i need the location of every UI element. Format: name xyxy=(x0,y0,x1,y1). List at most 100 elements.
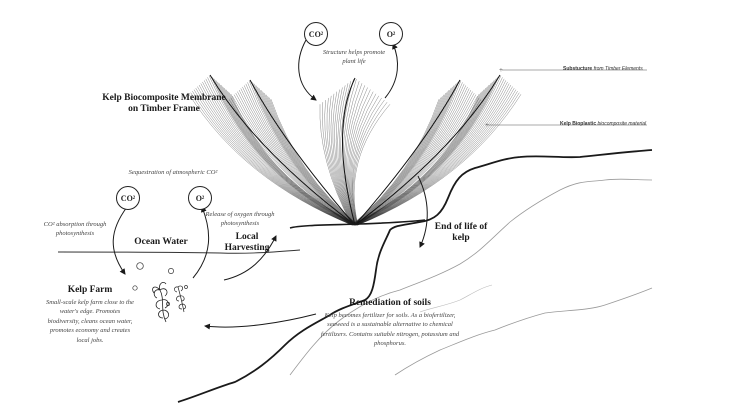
membrane-strand xyxy=(207,77,355,226)
membrane-strand xyxy=(350,95,379,226)
membrane-strand xyxy=(230,94,359,226)
membrane-strand xyxy=(235,93,353,226)
membrane-bold: Kelp Bioplastic xyxy=(560,121,597,127)
structure-caption: Structure helps promote plant life xyxy=(322,49,386,66)
ocean-o2-arrow xyxy=(192,206,210,279)
sequestration-caption: Sequestration of atmospheric CO² xyxy=(128,169,218,176)
membrane-strand xyxy=(351,94,480,226)
membrane-ridge xyxy=(354,74,501,226)
membrane-strand xyxy=(257,86,357,226)
membrane-strand xyxy=(252,82,356,226)
ocean-co2-arrow xyxy=(112,206,128,275)
membrane-strand xyxy=(200,83,354,226)
top-o2-arrow xyxy=(384,43,398,99)
ocean-o2-badge: O² xyxy=(188,186,212,210)
membrane-strand xyxy=(356,89,472,226)
kelp-farm-title: Kelp Farm xyxy=(67,285,113,295)
membrane-strand xyxy=(350,93,377,226)
top-o2-text: O² xyxy=(386,29,396,39)
top-o2-badge: O² xyxy=(379,22,403,46)
membrane-strand xyxy=(356,88,470,226)
membrane-strand xyxy=(324,100,353,226)
membrane-strand xyxy=(197,86,354,226)
membrane-strand xyxy=(334,89,354,226)
membrane-annotation: Kelp Bioplastic biocomposite material xyxy=(560,121,646,127)
membrane-strand xyxy=(322,102,353,226)
membrane-strand xyxy=(355,78,505,226)
membrane-strand xyxy=(355,77,503,226)
membrane-strand xyxy=(228,99,352,226)
kelp-plant-large xyxy=(152,282,169,323)
membrane-strand xyxy=(336,87,354,226)
svg-text:+: + xyxy=(485,121,489,129)
membrane-strand xyxy=(326,97,353,226)
membrane-strand xyxy=(353,81,493,226)
membrane-strand xyxy=(354,82,458,226)
membrane-strand xyxy=(248,80,355,226)
membrane-strand xyxy=(355,81,508,226)
membrane-rest: biocomposite material xyxy=(597,121,647,127)
membrane-strand xyxy=(219,83,357,226)
kelp-plant-small xyxy=(174,285,186,313)
end-of-life-label: End of life of kelp xyxy=(434,222,488,244)
harvesting-arrow xyxy=(223,235,277,281)
membrane-strand xyxy=(238,89,354,226)
membrane-strand xyxy=(353,104,391,226)
top-co2-badge: CO² xyxy=(304,22,328,46)
release-caption: Release of oxygen through photosynthesis xyxy=(205,211,275,228)
membrane-strand xyxy=(351,97,382,226)
membrane-strand xyxy=(354,77,498,226)
membrane-strand xyxy=(356,88,515,226)
membrane-strand xyxy=(352,93,446,226)
membrane-strand xyxy=(353,83,491,226)
membrane-strand xyxy=(354,75,502,226)
bubbles xyxy=(132,262,188,306)
water-line xyxy=(57,249,301,254)
membrane-strand xyxy=(205,78,355,226)
substructure-bold: Substucture xyxy=(563,66,593,72)
membrane-strand xyxy=(332,91,354,226)
top-co2-text: CO² xyxy=(308,29,324,39)
ocean-co2-text: CO² xyxy=(120,193,136,203)
substructure-rest: from Timber Elements xyxy=(593,66,643,72)
absorption-caption: CO² absorption through photosynthesis xyxy=(43,221,107,238)
svg-text:+: + xyxy=(499,66,503,74)
membrane-strand xyxy=(353,80,495,226)
membrane-strand xyxy=(337,85,355,226)
membrane-strand xyxy=(233,94,353,226)
local-harvesting-label: Local Harvesting xyxy=(224,232,270,254)
membrane-title: Kelp Biocomposite Membrane on Timber Fra… xyxy=(102,93,226,115)
membrane-strand xyxy=(245,83,355,226)
ocean-co2-badge: CO² xyxy=(116,186,140,210)
membrane-strand xyxy=(356,86,513,226)
membrane-strand xyxy=(354,78,496,226)
ground-line xyxy=(177,149,653,403)
membrane-strand xyxy=(267,96,358,226)
membrane-strand xyxy=(202,81,354,226)
membrane-strand xyxy=(240,88,354,226)
membrane-structure xyxy=(188,74,522,226)
membrane-strand xyxy=(259,88,357,226)
top-co2-arrow xyxy=(298,39,317,101)
membrane-strand xyxy=(357,91,518,226)
membrane-strand xyxy=(344,81,360,226)
membrane-strand xyxy=(237,91,354,226)
membrane-strand xyxy=(352,91,483,226)
membrane-strand xyxy=(330,93,354,226)
membrane-strand xyxy=(198,84,354,226)
membrane-ridge xyxy=(354,79,461,226)
membrane-strand xyxy=(352,89,485,226)
membrane-ridge xyxy=(342,77,356,226)
membrane-strand xyxy=(352,94,445,226)
ground-line-top xyxy=(289,219,426,229)
membrane-strand xyxy=(203,80,355,226)
membrane-strand xyxy=(230,97,353,226)
membrane-strand xyxy=(351,92,481,226)
end-of-life-arrow xyxy=(417,175,428,248)
membrane-strand xyxy=(338,83,355,226)
membrane-strand xyxy=(357,89,517,226)
membrane-strand xyxy=(353,85,455,226)
membrane-strand xyxy=(243,85,355,226)
membrane-strand xyxy=(355,86,468,226)
